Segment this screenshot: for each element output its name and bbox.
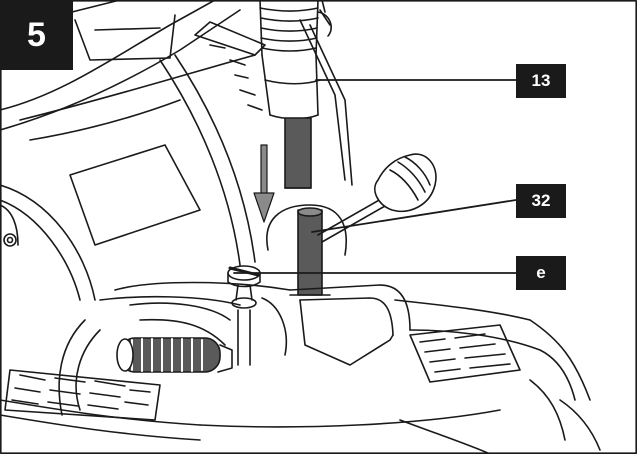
callout-label-e: e bbox=[516, 256, 566, 290]
leader-lines bbox=[233, 79, 517, 274]
footrest-grip bbox=[116, 337, 233, 373]
leader-line-32 bbox=[311, 199, 517, 233]
callout-label-13: 13 bbox=[516, 64, 566, 98]
part-13-cylinder bbox=[259, 0, 321, 189]
floor-plate-right bbox=[409, 324, 521, 383]
step-number-badge: 5 bbox=[0, 0, 73, 70]
part-32-shaft bbox=[266, 204, 347, 296]
control-lever bbox=[317, 153, 437, 243]
base-housing bbox=[0, 281, 601, 454]
down-arrow-icon bbox=[253, 144, 275, 223]
callout-label-32: 32 bbox=[516, 184, 566, 218]
seat-back bbox=[194, 0, 353, 186]
floor-plate-left bbox=[4, 369, 161, 421]
